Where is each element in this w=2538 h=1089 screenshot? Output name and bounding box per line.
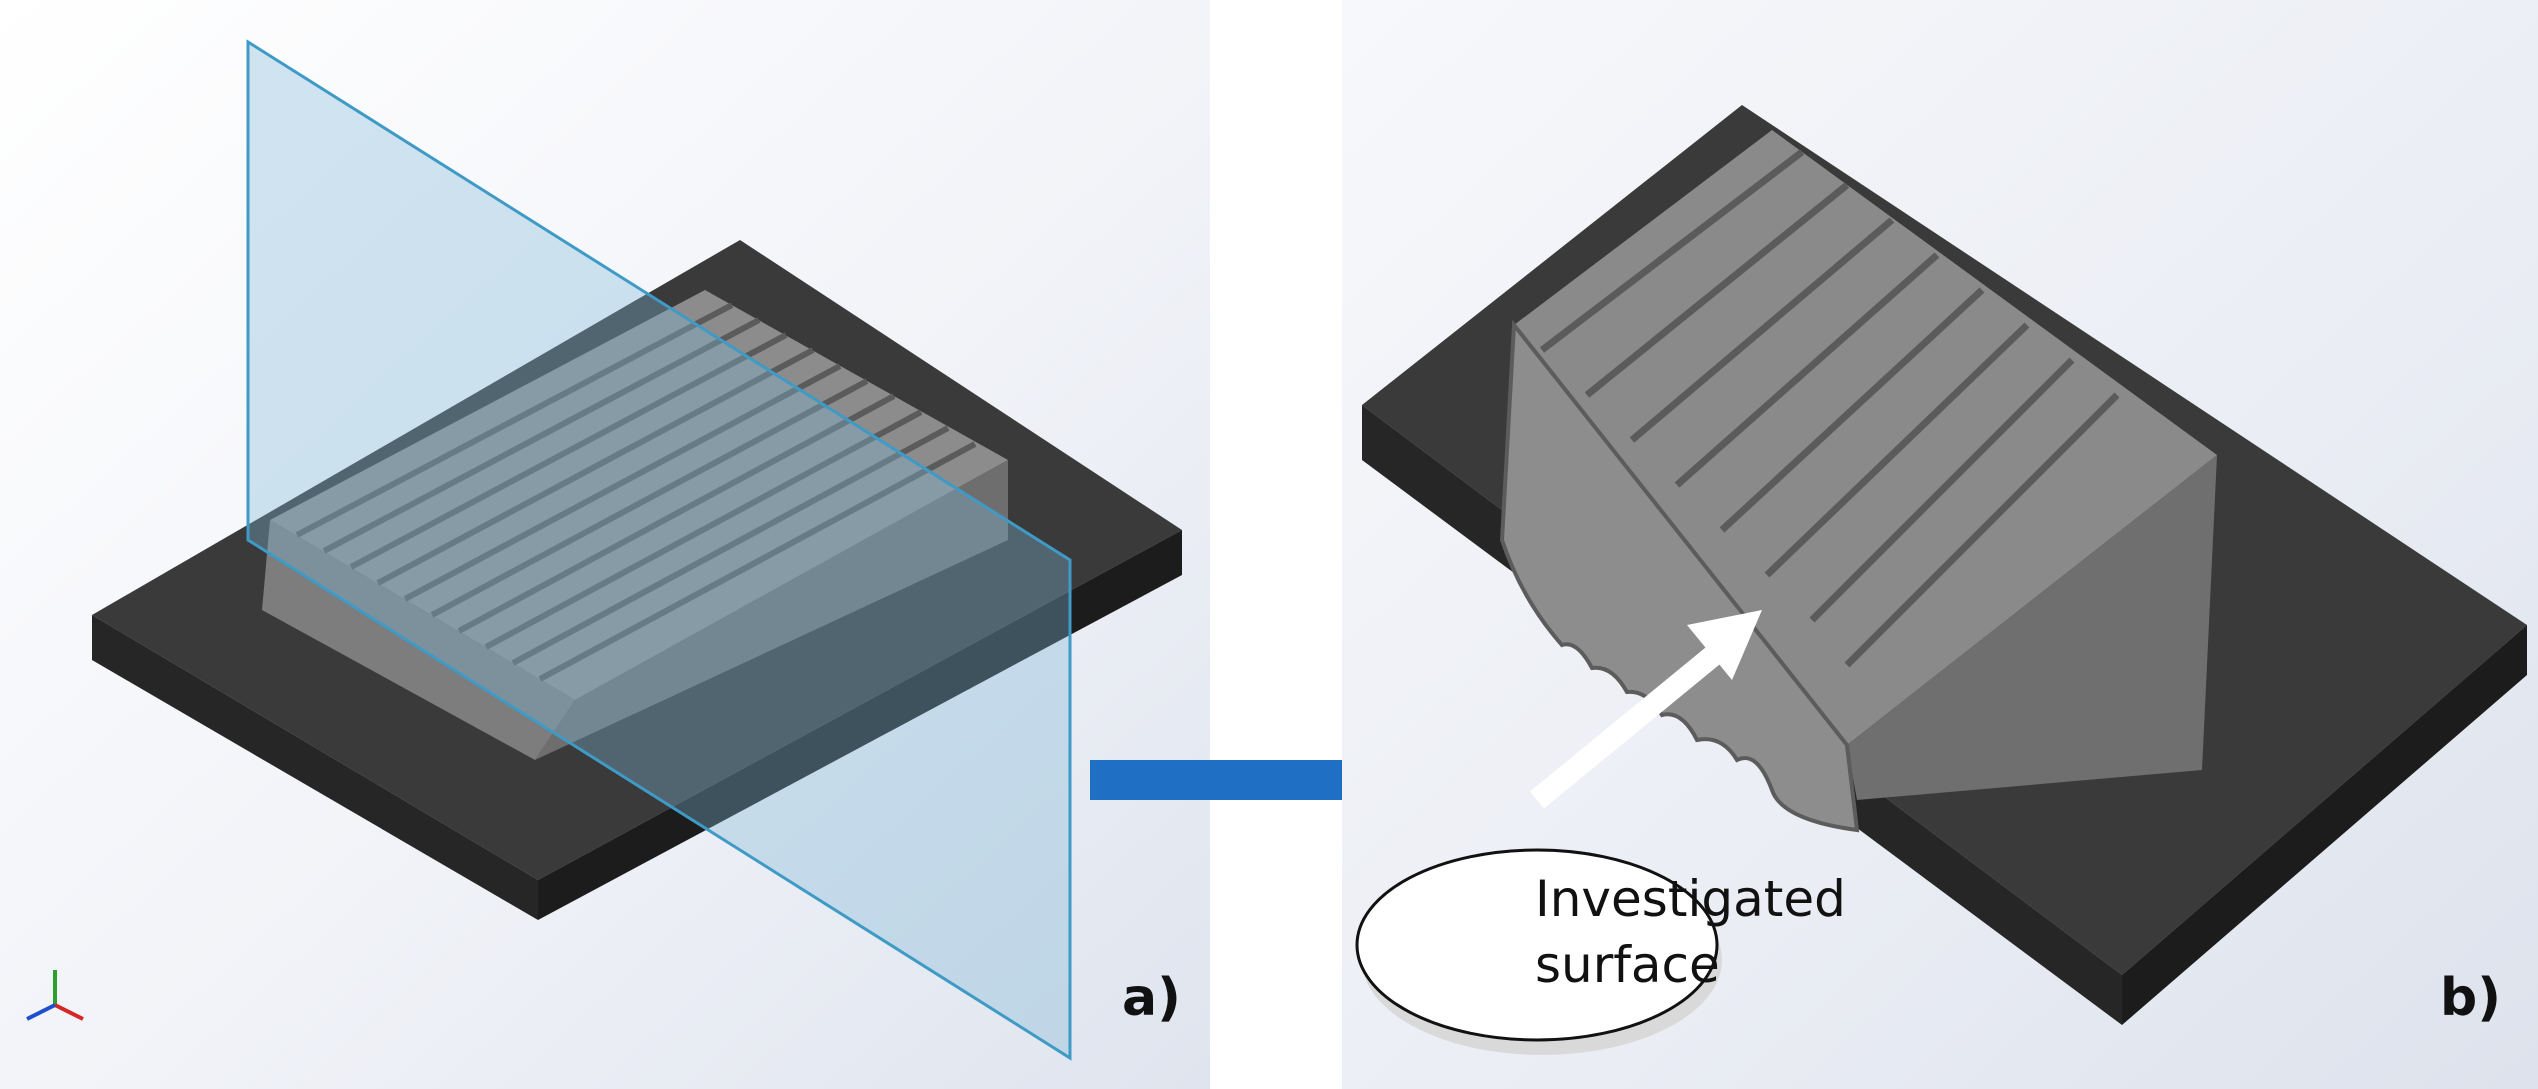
callout-line-1: Investigated — [1535, 870, 1846, 928]
panel-b-scene — [1342, 0, 2538, 1089]
ribbed-part — [262, 290, 1008, 760]
rib-lines — [1539, 149, 2120, 668]
cut-plane — [246, 39, 1072, 1061]
callout-bubble — [1355, 848, 1722, 1055]
panel-a — [0, 0, 1210, 1089]
rib-lines — [295, 302, 977, 682]
panel-label-a: a) — [1122, 968, 1181, 1028]
callout-text: Investigated surface — [1535, 866, 1865, 998]
investigated-face — [1499, 319, 1860, 833]
ribbed-part — [1499, 130, 2217, 833]
pointer-arrow-icon — [1530, 610, 1762, 809]
panel-label-b: b) — [2440, 968, 2501, 1028]
callout-line-2: surface — [1535, 936, 1720, 994]
axis-triad-icon — [26, 970, 84, 1021]
panel-b — [1342, 0, 2538, 1089]
panel-a-scene — [0, 0, 1210, 1089]
